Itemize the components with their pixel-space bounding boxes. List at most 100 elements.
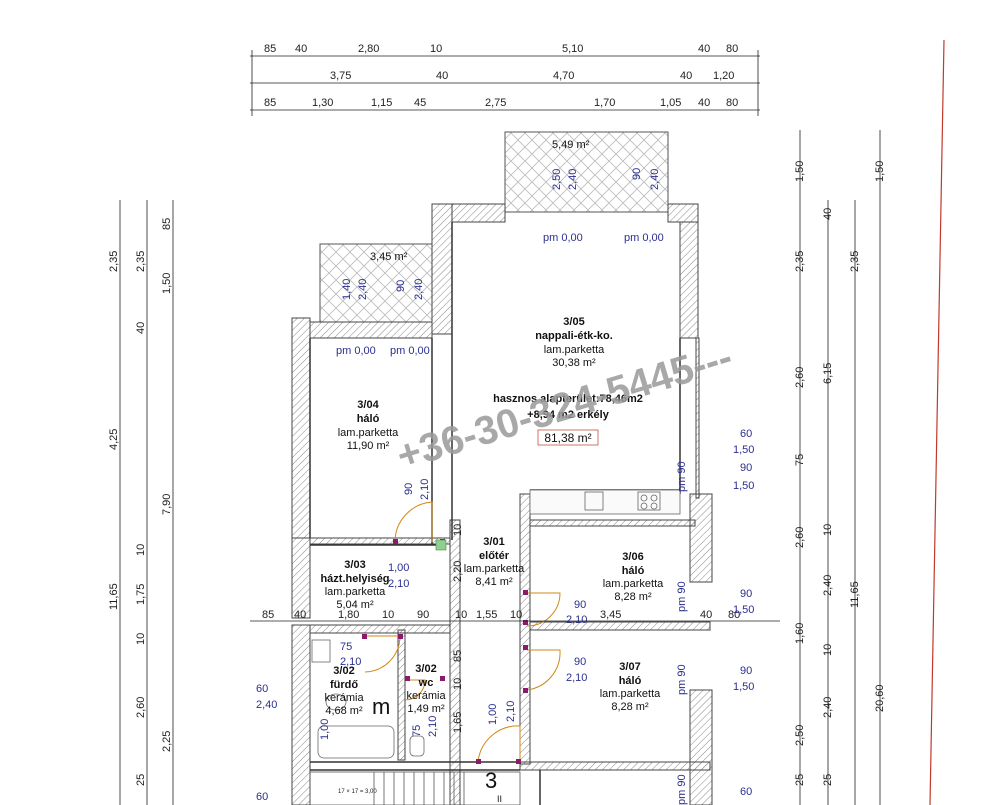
right-dim: 40 — [822, 208, 834, 220]
stair-number: 3 — [485, 768, 497, 793]
room-3-04: 3/04 háló lam.parketta 11,90 m² — [338, 399, 399, 452]
window-dim: 1,50 — [733, 681, 754, 693]
mid-dim: 40 — [700, 609, 712, 621]
top-dim: 5,10 — [562, 43, 583, 55]
room-3-03: 3/03 házt.helyiség lam.parketta 5,04 m² — [320, 559, 389, 611]
top-dim: 2,80 — [358, 43, 379, 55]
right-dim: 2,35 — [794, 251, 806, 272]
pm-label: pm 90 — [676, 774, 688, 805]
balcony-dim: 2,40 — [357, 279, 369, 300]
room-floor: lam.parketta — [600, 688, 661, 700]
right-dim: 2,60 — [794, 527, 806, 548]
room-code: 3/04 — [357, 399, 379, 411]
mid-dim: 90 — [417, 609, 429, 621]
left-dim: 2,35 — [135, 251, 147, 272]
door-dim: 2,10 — [419, 479, 431, 500]
left-dim: 25 — [135, 774, 147, 786]
top-dim-row1: 85 40 2,80 10 5,10 40 80 — [264, 43, 738, 55]
right-dim: 10 — [822, 644, 834, 656]
window-dim: 90 — [740, 665, 752, 677]
room-name: háló — [619, 675, 642, 687]
room-name: háló — [357, 413, 380, 425]
stairs — [309, 771, 521, 805]
mid-dim: 1,55 — [476, 609, 497, 621]
room-3-01: 3/01 előtér lam.parketta 8,41 m² — [464, 536, 525, 588]
top-dim: 40 — [436, 70, 448, 82]
summary-line1: hasznos alapterület:78,46m2 — [493, 393, 643, 405]
pm-labels: pm 0,00 pm 0,00 pm 0,00 pm 0,00 pm 90 pm… — [336, 232, 688, 805]
top-dim: 85 — [264, 97, 276, 109]
left-dim: 1,50 — [161, 273, 173, 294]
area-summary: hasznos alapterület:78,46m2 +8,94 m2 erk… — [493, 393, 643, 446]
room-code: 3/06 — [622, 551, 643, 563]
mid-dim: 10 — [510, 609, 522, 621]
left-dim: 4,25 — [108, 429, 120, 450]
right-dim: 10 — [822, 524, 834, 536]
stair-level: II — [497, 794, 502, 804]
left-dim: 11,65 — [108, 583, 120, 610]
room-3-05: 3/05 nappali-étk-ko. lam.parketta 30,38 … — [535, 316, 613, 369]
top-dim: 80 — [726, 97, 738, 109]
vertical-dim: 10 — [452, 524, 464, 536]
window-dims: 60 1,50 90 1,50 90 1,50 90 1,50 60 60 2,… — [256, 428, 754, 803]
stair-note: 17 × 17 = 3,00 — [338, 789, 377, 795]
left-dim: 85 — [161, 218, 173, 230]
room-3-07: 3/07 háló lam.parketta 8,28 m² — [600, 661, 661, 713]
mid-dim: 10 — [382, 609, 394, 621]
top-dim: 1,20 — [713, 70, 734, 82]
door-dim: 90 — [574, 599, 586, 611]
right-dim: 20,60 — [874, 684, 886, 712]
top-dim: 1,70 — [594, 97, 615, 109]
top-dim: 40 — [698, 97, 710, 109]
right-dim: 1,50 — [794, 161, 806, 182]
top-dim: 85 — [264, 43, 276, 55]
vertical-dim: 10 — [452, 678, 464, 690]
room-code: 3/02 — [415, 663, 436, 675]
room-code: 3/07 — [619, 661, 640, 673]
top-dim: 1,30 — [312, 97, 333, 109]
left-dim: 40 — [135, 322, 147, 334]
mid-dim: 3,45 — [600, 609, 621, 621]
pm-label: pm 0,00 — [624, 232, 664, 244]
room-code: 3/01 — [483, 536, 504, 548]
room-area: 4,68 m² — [325, 705, 363, 717]
right-dim: 75 — [794, 454, 806, 466]
right-dim: 2,40 — [822, 697, 834, 718]
balcony-dim: 90 — [631, 168, 643, 180]
door-dim: 75 — [411, 725, 423, 737]
door-dim: 1,00 — [388, 562, 409, 574]
section-m-label: m — [372, 694, 390, 719]
right-dim: 2,50 — [794, 725, 806, 746]
top-dim: 4,70 — [553, 70, 574, 82]
door-dim: 90 — [403, 483, 415, 495]
top-dim: 40 — [295, 43, 307, 55]
room-area: 8,41 m² — [475, 576, 513, 588]
balcony-dim: 2,40 — [567, 169, 579, 190]
right-dim-col1: 1,50 2,35 2,60 75 2,60 1,60 2,50 25 — [794, 161, 806, 786]
summary-total: 81,38 m² — [544, 431, 591, 445]
window-dim: 1,50 — [733, 480, 754, 492]
door-dim: 2,10 — [427, 716, 439, 737]
door-swing — [526, 592, 561, 627]
room-name: fürdő — [330, 679, 358, 691]
room-name: nappali-étk-ko. — [535, 330, 613, 342]
door-dim: 90 — [574, 656, 586, 668]
room-floor: lam.parketta — [544, 344, 605, 356]
door-dim: 75 — [340, 641, 352, 653]
mid-dim: 80 — [728, 609, 740, 621]
right-dimensions — [799, 130, 881, 805]
misc-labels: m 3 II 17 × 17 = 3,00 2,20 85 1,65 1,00 … — [319, 524, 502, 804]
left-dim-col2: 2,35 40 10 1,75 10 2,60 25 — [135, 251, 147, 786]
pm-label: pm 90 — [676, 581, 688, 612]
room-area: 5,04 m² — [336, 599, 374, 611]
room-area: 1,49 m² — [407, 703, 445, 715]
pm-label: pm 0,00 — [543, 232, 583, 244]
balcony-area: 3,45 m² — [370, 251, 408, 263]
window-dim: 60 — [740, 428, 752, 440]
walls — [291, 203, 713, 805]
top-dim: 3,75 — [330, 70, 351, 82]
door-dim: 1,00 — [487, 704, 499, 725]
room-code: 3/02 — [333, 665, 354, 677]
left-dim: 2,60 — [135, 697, 147, 718]
